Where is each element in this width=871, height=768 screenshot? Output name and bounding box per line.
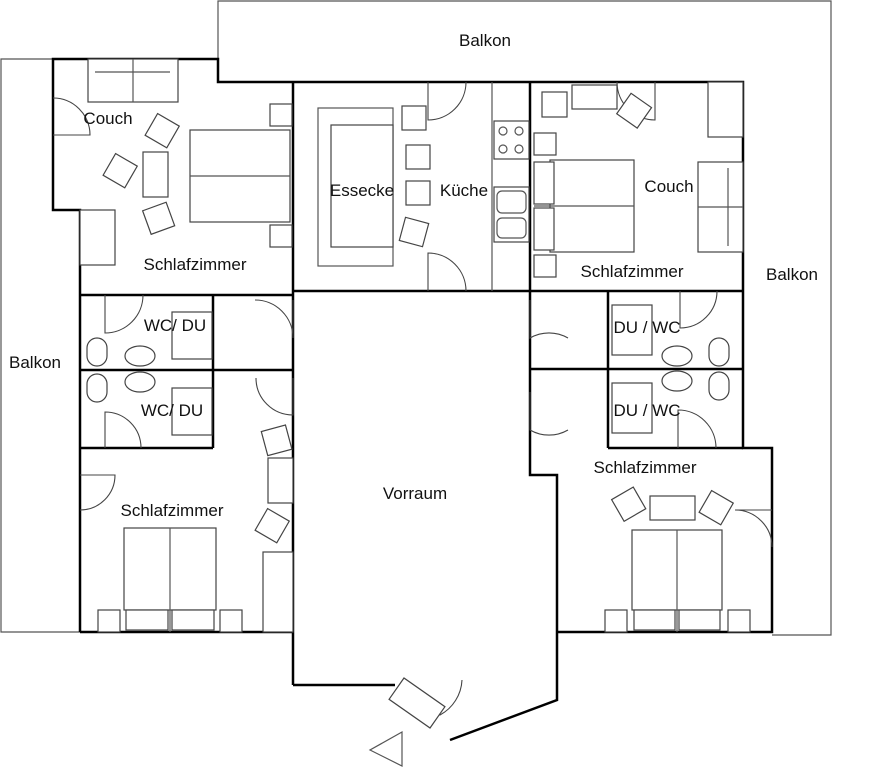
- nightstand-icon: [533, 132, 557, 156]
- nightstand-icon: [97, 609, 121, 633]
- label-hallway: Vorraum: [383, 484, 447, 503]
- toilet-icon: [86, 373, 108, 403]
- chair-icon: [398, 216, 430, 248]
- toilet-icon: [708, 371, 730, 401]
- door-icon: [427, 81, 467, 121]
- label-balcony-right: Balkon: [766, 265, 818, 284]
- nightstand-icon: [727, 609, 751, 633]
- table-icon: [649, 495, 696, 521]
- chair-icon: [610, 486, 647, 523]
- dining-table-icon: [330, 124, 394, 248]
- entrance-door-icon: [404, 679, 463, 716]
- label-bath-left-1: WC/ DU: [144, 316, 206, 335]
- label-balcony-left: Balkon: [9, 353, 61, 372]
- room-labels: Balkon Balkon Balkon Couch Schlafzimmer …: [9, 31, 818, 520]
- nightstand-icon: [604, 609, 628, 633]
- label-bath-right-2: DU / WC: [613, 401, 680, 420]
- nightstand-icon: [219, 609, 243, 633]
- table-icon: [267, 457, 294, 504]
- chair-icon: [401, 105, 427, 131]
- sink-icon: [661, 345, 693, 367]
- door-icon: [529, 392, 569, 436]
- sink-icon: [493, 186, 530, 243]
- door-icon: [529, 300, 569, 339]
- door-icon: [79, 474, 116, 511]
- chair-icon: [615, 92, 653, 129]
- entrance-arrow-icon: [368, 730, 403, 767]
- chair-icon: [405, 180, 431, 206]
- doormat-icon: [388, 677, 446, 729]
- chair-icon: [405, 144, 431, 170]
- chair-icon: [144, 112, 181, 149]
- label-couch-top-right: Couch: [644, 177, 693, 196]
- nightstand-icon: [269, 103, 293, 127]
- sink-icon: [124, 371, 156, 393]
- chair-icon: [141, 201, 176, 236]
- chair-icon: [541, 91, 568, 118]
- label-bedroom-bottom-left: Schlafzimmer: [121, 501, 224, 520]
- wardrobe-icon: [707, 81, 744, 138]
- sink-icon: [661, 370, 693, 392]
- door-icon: [104, 294, 144, 334]
- door-icon: [679, 290, 718, 329]
- door-icon: [734, 509, 773, 548]
- door-icon: [677, 409, 717, 449]
- label-bath-right-1: DU / WC: [613, 318, 680, 337]
- chair-icon: [102, 152, 139, 189]
- toilet-icon: [708, 337, 730, 367]
- label-bedroom-bottom-right: Schlafzimmer: [594, 458, 697, 477]
- shower-icon: [611, 304, 653, 356]
- label-kitchen: Küche: [440, 181, 488, 200]
- balcony-outlines: [0, 0, 832, 636]
- label-bath-left-2: WC/ DU: [141, 401, 203, 420]
- shower-icon: [611, 382, 653, 434]
- door-icon: [255, 377, 294, 416]
- toilet-icon: [86, 337, 108, 367]
- wardrobe-icon: [79, 209, 116, 266]
- label-dining: Essecke: [330, 181, 394, 200]
- shower-icon: [171, 311, 213, 360]
- nightstand-icon: [269, 224, 293, 248]
- sink-icon: [124, 345, 156, 367]
- door-icon: [104, 411, 142, 449]
- door-icon: [254, 299, 294, 339]
- shower-icon: [171, 387, 213, 436]
- chair-icon: [254, 507, 291, 544]
- chair-icon: [260, 424, 293, 457]
- door-icon: [52, 97, 91, 136]
- label-couch-top-left: Couch: [83, 109, 132, 128]
- table-icon: [571, 84, 618, 110]
- label-bedroom-top-left: Schlafzimmer: [144, 255, 247, 274]
- door-icon: [427, 252, 467, 292]
- wardrobe-icon: [262, 551, 294, 633]
- nightstand-icon: [533, 254, 557, 278]
- label-balcony-top: Balkon: [459, 31, 511, 50]
- table-icon: [142, 151, 169, 198]
- stove-icon: [493, 120, 530, 160]
- label-bedroom-top-right: Schlafzimmer: [581, 262, 684, 281]
- chair-icon: [698, 489, 735, 526]
- furniture: [79, 58, 751, 767]
